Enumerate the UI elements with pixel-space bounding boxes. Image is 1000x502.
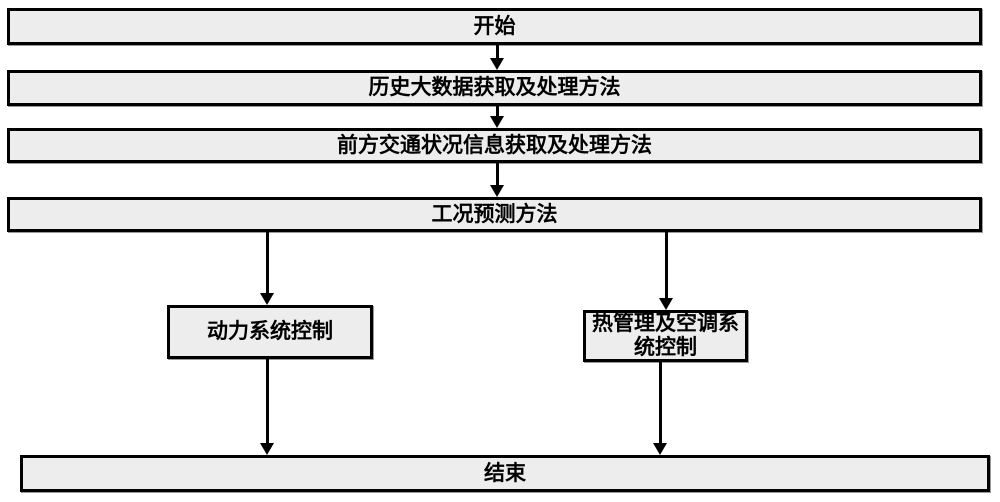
- node-powertrain-control-label: 动力系统控制: [207, 320, 333, 344]
- edge-prediction-to-powertrain-arrow: [260, 232, 274, 305]
- arrow-head-icon: [490, 58, 504, 70]
- edge-start-to-historical-arrow: [490, 45, 504, 70]
- edge-historical-to-traffic-arrow: [490, 106, 504, 128]
- node-historical-big-data: 历史大数据获取及处理方法: [7, 70, 982, 106]
- edge-powertrain-to-end-arrow: [260, 359, 274, 455]
- node-start-label: 开始: [473, 14, 516, 38]
- arrow-shaft: [658, 362, 662, 446]
- arrow-shaft: [495, 163, 499, 188]
- arrow-head-icon: [490, 116, 504, 128]
- node-condition-prediction-label: 工况预测方法: [431, 202, 558, 226]
- arrow-head-icon: [260, 443, 274, 455]
- node-end: 结束: [20, 455, 990, 492]
- arrow-head-icon: [490, 185, 504, 197]
- arrow-shaft: [265, 359, 269, 446]
- arrow-head-icon: [659, 298, 673, 310]
- node-forward-traffic-info: 前方交通状况信息获取及处理方法: [7, 128, 982, 163]
- node-thermal-ac-control: 热管理及空调系统控制: [583, 310, 748, 362]
- edge-traffic-to-prediction-arrow: [490, 163, 504, 197]
- node-thermal-ac-control-label: 热管理及空调系统控制: [592, 312, 739, 359]
- arrow-shaft: [495, 45, 499, 61]
- node-powertrain-control: 动力系统控制: [167, 305, 373, 359]
- arrow-shaft: [664, 232, 668, 301]
- node-end-label: 结束: [484, 461, 526, 485]
- arrow-shaft: [265, 232, 269, 296]
- node-start: 开始: [7, 8, 982, 45]
- edge-thermal-to-end-arrow: [653, 362, 667, 455]
- arrow-head-icon: [260, 293, 274, 305]
- arrow-head-icon: [653, 443, 667, 455]
- arrow-shaft: [495, 106, 499, 119]
- node-condition-prediction: 工况预测方法: [7, 197, 982, 232]
- node-historical-big-data-label: 历史大数据获取及处理方法: [368, 76, 621, 100]
- node-forward-traffic-info-label: 前方交通状况信息获取及处理方法: [337, 133, 652, 157]
- edge-prediction-to-thermal-arrow: [659, 232, 673, 310]
